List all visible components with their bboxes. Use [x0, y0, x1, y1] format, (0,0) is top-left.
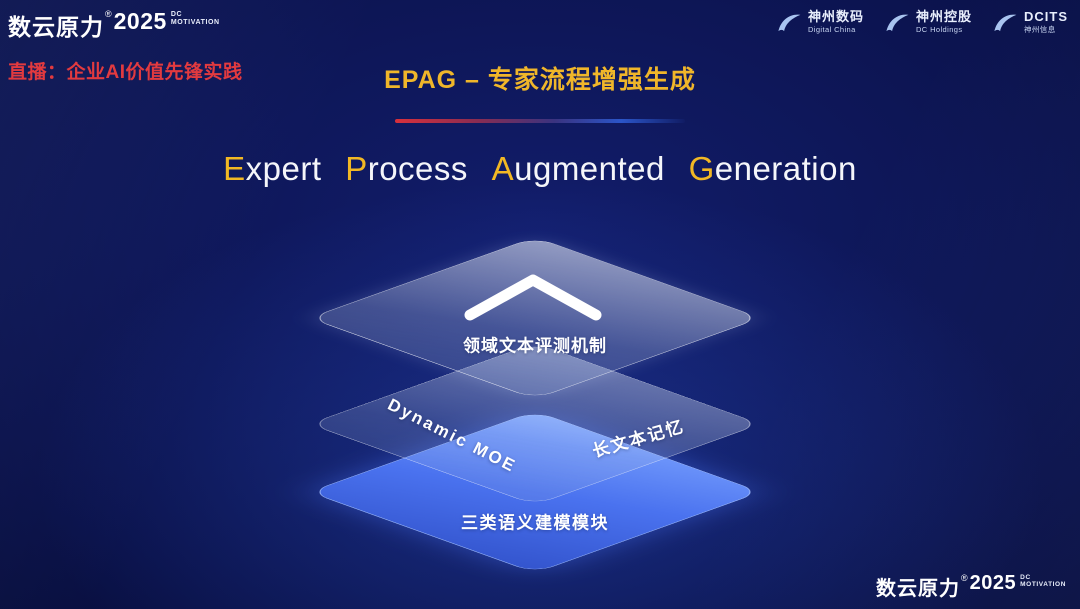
- partner-name: DCITS: [1024, 9, 1068, 24]
- main-title: Expert Process Augmented Generation: [0, 150, 1080, 188]
- gradient-divider-line: [395, 119, 685, 123]
- page-title: EPAG – 专家流程增强生成: [384, 66, 696, 94]
- brand-subtitle: DC MOTIVATION: [1020, 574, 1066, 588]
- main-title-word: Generation: [688, 150, 857, 187]
- footer-brand-logo: 数云原力 ® 2025 DC MOTIVATION: [876, 572, 1066, 601]
- main-title-word: Process: [345, 150, 468, 187]
- brand-year: 2025: [113, 8, 167, 34]
- header-brand-logo: 数云原力 ® 2025 DC MOTIVATION: [8, 8, 220, 42]
- layer-top-label: 领域文本评测机制: [463, 336, 607, 356]
- brand-subtitle: DC MOTIVATION: [171, 11, 220, 27]
- brand-year: 2025: [969, 572, 1017, 594]
- brand-subtitle-line2: MOTIVATION: [170, 19, 220, 26]
- partner-logo-digital-china: 神州数码 Digital China: [776, 10, 864, 36]
- main-title-word: Expert: [223, 150, 322, 187]
- brand-subtitle-line1: DC: [170, 11, 183, 18]
- dcits-swoosh-icon: [994, 14, 1017, 32]
- brand-registered-mark: ®: [961, 573, 968, 583]
- partner-name: 神州控股: [915, 9, 972, 24]
- main-title-word: Augmented: [491, 150, 665, 187]
- partner-subname: Digital China: [807, 25, 856, 34]
- partner-name: 神州数码: [807, 9, 864, 24]
- chevron-up-icon: [464, 274, 602, 321]
- brand-subtitle-line2: MOTIVATION: [1020, 581, 1066, 588]
- partner-logos: 神州数码 Digital China 神州控股 DC Holdings DCIT…: [776, 10, 1068, 36]
- brand-name: 数云原力: [8, 14, 104, 40]
- live-label: 直播：企业AI价值先锋实践: [8, 62, 243, 83]
- dc-holdings-swoosh-icon: [886, 14, 909, 32]
- brand-registered-mark: ®: [105, 9, 112, 19]
- partner-logo-dcits: DCITS 神州信息: [992, 10, 1068, 36]
- digital-china-swoosh-icon: [778, 14, 801, 32]
- partner-subname: 神州信息: [1024, 25, 1056, 34]
- brand-name: 数云原力: [876, 578, 961, 600]
- partner-subname: DC Holdings: [915, 25, 963, 34]
- partner-logo-texts: 神州数码 Digital China: [808, 10, 864, 36]
- brand-subtitle-line1: DC: [1020, 574, 1031, 581]
- partner-logo-dc-holdings: 神州控股 DC Holdings: [884, 10, 972, 36]
- partner-logo-texts: DCITS 神州信息: [1024, 10, 1068, 36]
- partner-logo-texts: 神州控股 DC Holdings: [916, 10, 972, 36]
- layer-bottom-label: 三类语义建模模块: [461, 513, 609, 533]
